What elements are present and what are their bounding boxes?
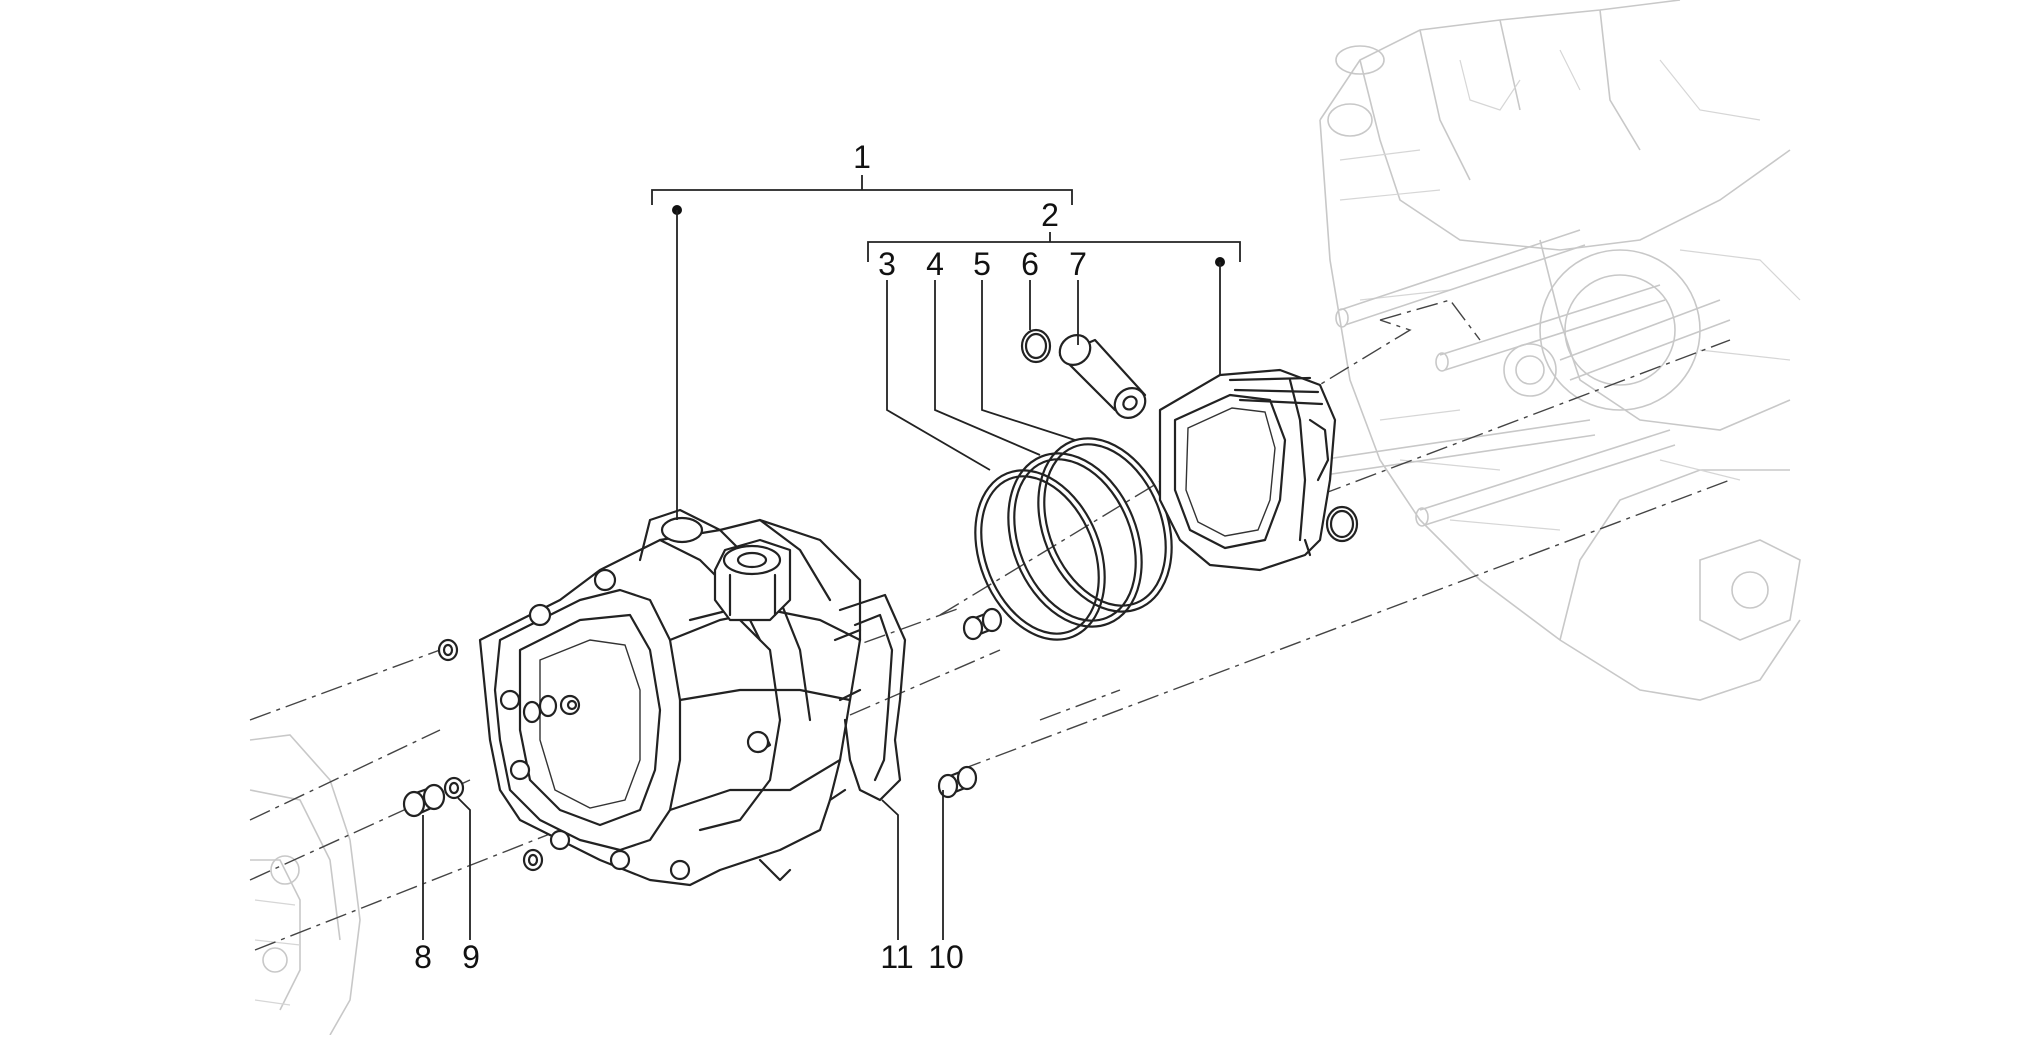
callout-5: 5 xyxy=(973,246,991,282)
cylinder-base-gasket xyxy=(838,593,907,802)
callout-10: 10 xyxy=(928,939,964,975)
cylinder xyxy=(478,508,862,887)
callout-labels: 1 2 3 4 5 6 7 8 9 10 11 xyxy=(414,139,1087,975)
callout-6: 6 xyxy=(1021,246,1039,282)
callout-leaders xyxy=(422,175,1241,940)
callout-9: 9 xyxy=(462,939,480,975)
gearbox-background xyxy=(249,734,361,1036)
circlips xyxy=(1020,328,1359,543)
piston xyxy=(1158,368,1337,572)
callout-7: 7 xyxy=(1069,246,1087,282)
callout-1: 1 xyxy=(853,139,871,175)
callout-3: 3 xyxy=(878,246,896,282)
callout-4: 4 xyxy=(926,246,944,282)
piston-pin xyxy=(1058,334,1147,419)
callout-2: 2 xyxy=(1041,197,1059,233)
seals-and-dowels xyxy=(402,607,1003,872)
callout-8: 8 xyxy=(414,939,432,975)
crankcase-background xyxy=(1315,0,1801,701)
callout-11: 11 xyxy=(880,939,913,975)
